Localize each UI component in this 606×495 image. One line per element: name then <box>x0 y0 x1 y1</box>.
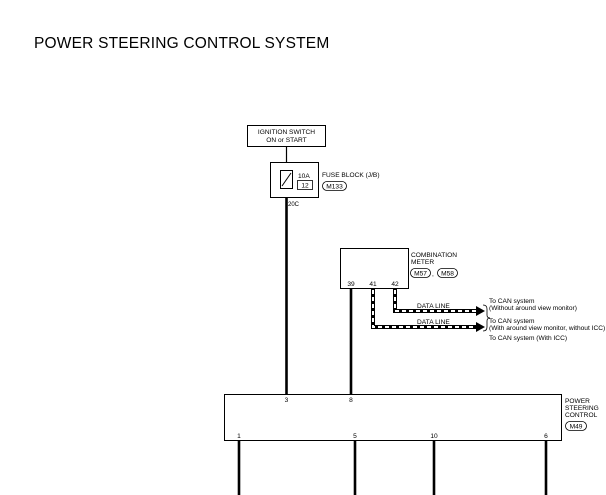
psc-connector-badge <box>565 421 587 431</box>
data-line-b-dash <box>372 290 476 328</box>
fuse-icon <box>280 170 293 189</box>
meter-connector-separator: , <box>432 271 434 278</box>
combination-meter-label: COMBINATION <box>411 252 457 259</box>
ignition-switch: IGNITION SWITCH ON or START <box>247 125 326 147</box>
can-note-2-detail: (With around view monitor, without ICC) <box>489 325 605 332</box>
can-note-2: To CAN system <box>489 318 535 325</box>
fuse-element <box>281 172 292 187</box>
can-notes: To CAN system (Without around view monit… <box>489 298 605 342</box>
fuse-block-box <box>270 162 319 198</box>
data-line-a-label: DATA LINE <box>417 303 450 310</box>
psc-pin-5: 5 <box>353 433 357 440</box>
power-steering-control-box <box>224 394 562 441</box>
power-steering-control: 3 8 1 5 10 6 POWER STEERING CONTROL M49 <box>224 394 599 441</box>
meter-connector-code-a: M57 <box>414 271 427 278</box>
psc-pin-3: 3 <box>285 397 289 404</box>
fuse-connector-badge <box>322 181 347 191</box>
data-line-b-arrow <box>476 322 485 332</box>
meter-connector-code-b: M58 <box>441 271 454 278</box>
psc-connector-code: M49 <box>570 424 583 431</box>
psc-pin-1: 1 <box>237 433 241 440</box>
meter-connector-badge-b <box>437 268 458 278</box>
meter-pin-39: 39 <box>347 281 355 288</box>
psc-label: POWER <box>565 398 590 405</box>
fuse-block: 10A 12 FUSE BLOCK (J/B) M133 20C <box>270 162 380 208</box>
ignition-switch-state: ON or START <box>266 137 306 144</box>
ignition-switch-label: IGNITION SWITCH <box>258 129 315 136</box>
psc-pin-10: 10 <box>430 433 438 440</box>
psc-label-2: STEERING <box>565 405 599 412</box>
data-line-a-arrow <box>476 306 485 316</box>
meter-connector-badge-a <box>410 268 431 278</box>
psc-pin-8: 8 <box>349 397 353 404</box>
meter-pin-42: 42 <box>391 281 399 288</box>
psc-pin-6: 6 <box>544 433 548 440</box>
data-line-b-label: DATA LINE <box>417 319 450 326</box>
combination-meter: COMBINATION METER M57 , M58 39 41 42 <box>340 248 458 289</box>
combination-meter-label-2: METER <box>411 259 434 266</box>
can-note-1-detail: (Without around view monitor) <box>489 305 577 312</box>
fuse-number: 12 <box>301 183 309 190</box>
fuse-connector-code: M133 <box>326 184 343 191</box>
meter-pin-41: 41 <box>369 281 377 288</box>
fuse-block-label: FUSE BLOCK (J/B) <box>322 172 380 179</box>
can-note-1: To CAN system <box>489 298 535 305</box>
can-note-3: To CAN system (With ICC) <box>489 335 567 342</box>
can-data-lines: DATA LINE DATA LINE <box>371 288 491 332</box>
fuse-terminal: 20C <box>288 202 300 208</box>
psc-label-3: CONTROL <box>565 412 598 419</box>
data-line-a-dash <box>394 290 476 312</box>
page-title: POWER STEERING CONTROL SYSTEM <box>34 35 330 52</box>
fuse-rating: 10A <box>298 173 310 180</box>
can-brace <box>482 304 491 332</box>
fuse-number-box <box>297 180 313 190</box>
